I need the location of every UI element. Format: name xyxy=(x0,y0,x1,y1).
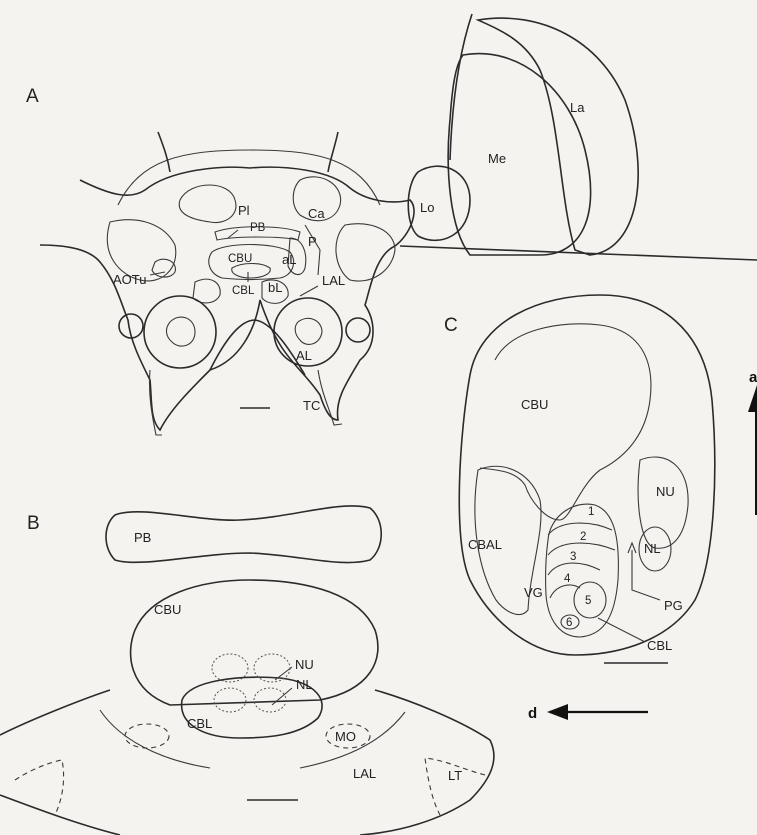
label-bl: bL xyxy=(268,280,282,295)
mo-left-dashed xyxy=(125,724,169,748)
label-cbl-b: CBL xyxy=(187,716,212,731)
layer-label-3: 3 xyxy=(570,551,576,563)
label-cbu-b: CBU xyxy=(154,602,181,617)
layer-label-5: 5 xyxy=(585,595,591,607)
leader-cbl-c xyxy=(598,618,645,642)
cbu-b-outline xyxy=(131,580,378,705)
label-a-orientation: a xyxy=(749,369,757,386)
layer-label-6: 6 xyxy=(566,617,572,629)
antenna-left xyxy=(158,132,170,172)
label-pb-b: PB xyxy=(134,530,151,545)
ventral-cleft xyxy=(210,320,305,375)
label-cbl-c: CBL xyxy=(647,638,672,653)
label-nl-c: NL xyxy=(644,541,661,556)
antennal-lobe-left-glomeruli xyxy=(166,317,195,346)
label-mo: MO xyxy=(335,729,356,744)
panel-b-drawing xyxy=(0,506,494,835)
lobula-outline xyxy=(408,166,470,240)
label-pl: Pl xyxy=(238,203,250,218)
cbl-outline xyxy=(232,264,271,279)
label-vg: VG xyxy=(524,585,543,600)
label-lo: Lo xyxy=(420,200,434,215)
lt-left-dashed xyxy=(15,760,64,815)
orientation-arrow-d xyxy=(547,704,648,720)
cbu-c-inner xyxy=(480,324,651,520)
label-d: d xyxy=(528,705,537,722)
panel-label-a: A xyxy=(26,86,39,107)
orientation-arrow-a xyxy=(748,385,757,515)
nl-right-dotted xyxy=(254,688,286,712)
label-aotu: AOTu xyxy=(113,272,146,287)
optic-lobe-lower-line xyxy=(400,246,757,260)
antennal-lobe-right-glomeruli xyxy=(295,318,322,344)
calyx-left xyxy=(179,185,236,223)
brain-outline xyxy=(40,167,414,430)
label-cbl-a: CBL xyxy=(232,285,255,297)
label-lt: LT xyxy=(448,768,462,783)
leader-pb xyxy=(228,230,238,238)
layer-line-2 xyxy=(548,543,615,555)
label-pb-a: PB xyxy=(250,222,266,234)
leader-aotu xyxy=(150,272,165,275)
label-pg: PG xyxy=(664,598,683,613)
eye-right xyxy=(346,318,370,342)
panel-label-b: B xyxy=(27,513,40,534)
label-al: AL xyxy=(296,348,312,363)
cbl-layers-outline xyxy=(546,504,619,637)
panel-label-c: C xyxy=(444,315,458,336)
layer-line-3 xyxy=(548,563,600,575)
label-p: P xyxy=(308,234,317,249)
beta-lobe-left xyxy=(193,279,220,303)
label-lal-b: LAL xyxy=(353,766,376,781)
lt-right-dashed xyxy=(425,758,485,815)
leader-lal xyxy=(300,286,318,296)
layer-label-4: 4 xyxy=(564,573,571,585)
label-nu-c: NU xyxy=(656,484,675,499)
label-la: La xyxy=(570,100,585,115)
label-tc: TC xyxy=(303,398,320,413)
label-me: Me xyxy=(488,151,506,166)
arrow-a-head xyxy=(748,385,757,412)
label-nl-b: NL xyxy=(296,677,313,692)
lamina-outline xyxy=(478,18,638,255)
layer-label-2: 2 xyxy=(580,531,586,543)
layer-label-1: 1 xyxy=(588,506,594,518)
leader-pg xyxy=(632,550,660,600)
label-cbal: CBAL xyxy=(468,537,502,552)
label-lal-a: LAL xyxy=(322,273,345,288)
label-nu-b: NU xyxy=(295,657,314,672)
label-ca: Ca xyxy=(308,206,325,221)
antennal-lobe-left xyxy=(144,296,216,368)
label-cbu-a: CBU xyxy=(228,253,252,265)
lal-b-outline xyxy=(0,690,494,835)
nu-c-outline xyxy=(638,457,688,548)
antenna-right xyxy=(328,132,338,172)
label-cbu-c: CBU xyxy=(521,397,548,412)
label-al-lobe: aL xyxy=(282,252,296,267)
nl-left-dotted xyxy=(214,688,246,712)
arrow-d-head xyxy=(547,704,568,720)
pedunculus xyxy=(305,225,320,275)
leader-nl xyxy=(272,688,292,705)
